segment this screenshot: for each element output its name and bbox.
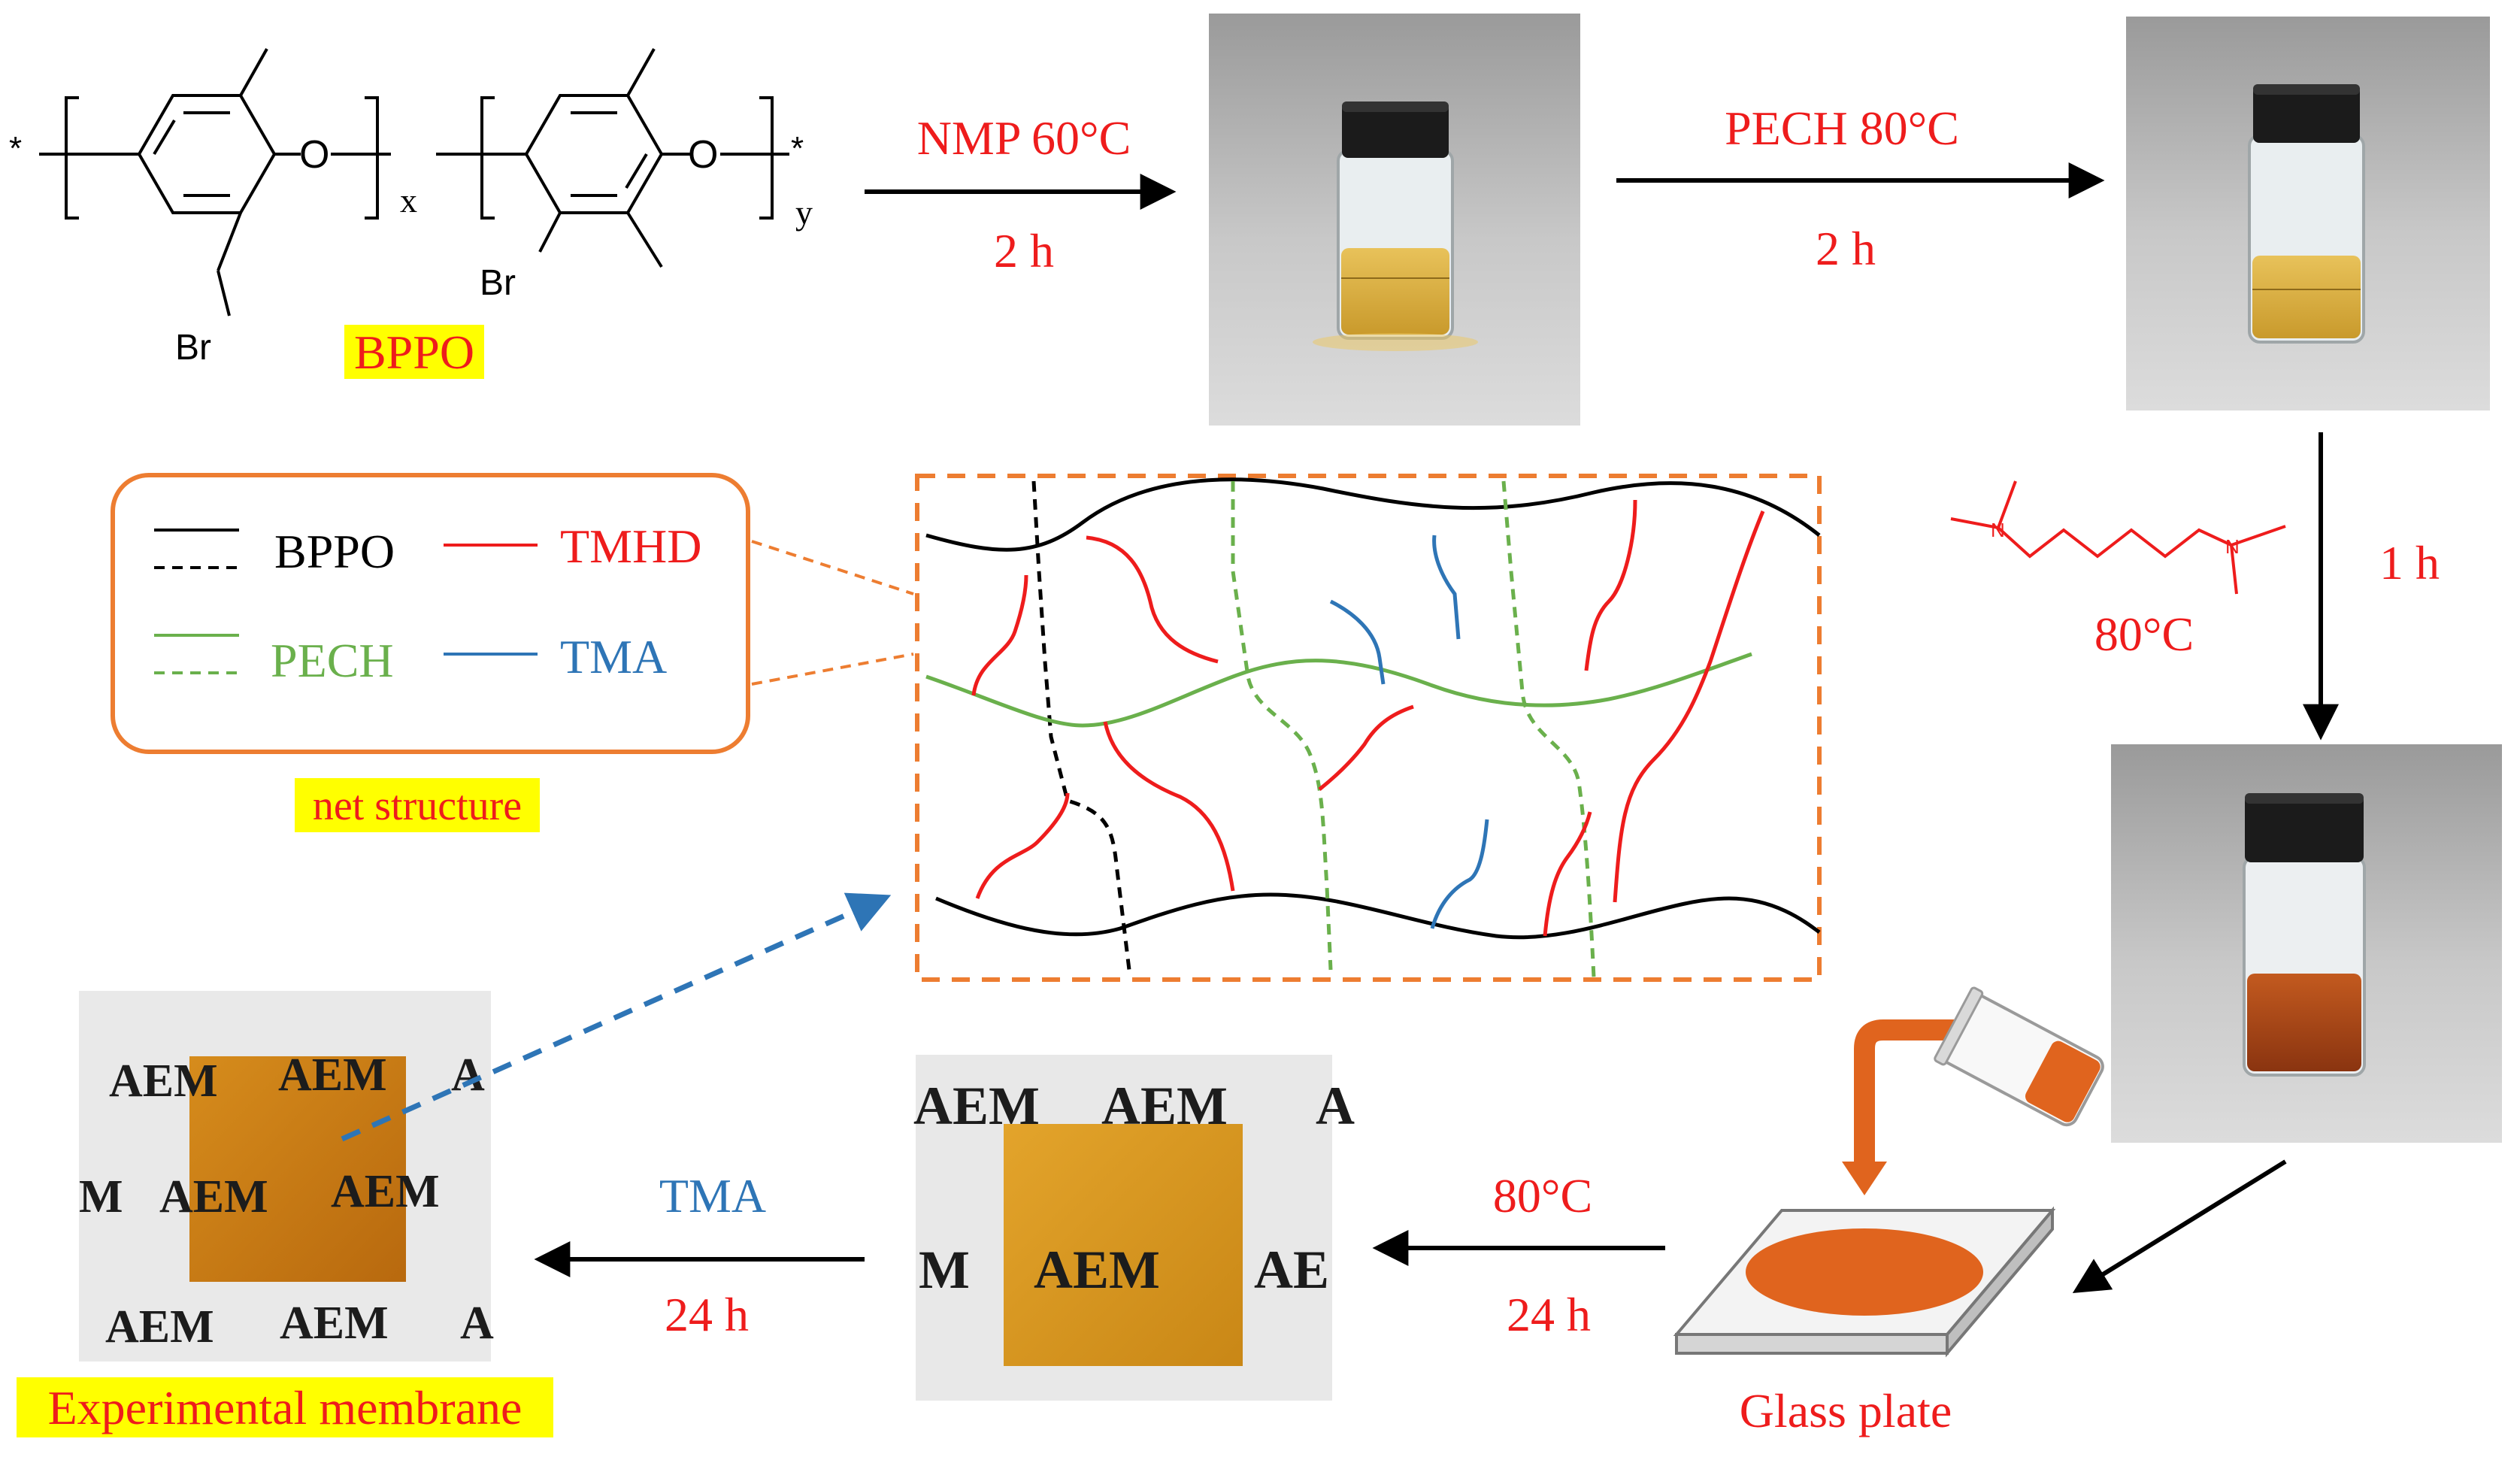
oxygen-label-1: O <box>299 133 329 177</box>
bppo-dashed <box>1031 480 1131 971</box>
network-frame <box>915 474 1822 982</box>
step3-temperature: 80°C <box>2094 607 2194 661</box>
pech-dashed-1 <box>1231 481 1333 971</box>
step1-conditions: NMP 60°C <box>917 111 1131 165</box>
end-star-right: * <box>791 130 804 167</box>
bromine-label-1: Br <box>175 328 211 368</box>
pouring-vial-icon <box>1842 986 2104 1195</box>
svg-text:AEM: AEM <box>109 1056 218 1107</box>
experimental-membrane-label: Experimental membrane <box>48 1381 522 1434</box>
tmhd-link-2 <box>1086 535 1219 664</box>
legend-tmhd: TMHD <box>560 519 701 573</box>
svg-text:M: M <box>919 1240 970 1300</box>
network-schematic <box>925 477 1821 978</box>
tmhd-structure: N N <box>1950 480 2286 595</box>
bracket-y-left <box>480 96 495 220</box>
tmhd-link-5 <box>1318 704 1414 791</box>
svg-text:AEM: AEM <box>278 1050 387 1101</box>
end-star-left: * <box>9 130 22 167</box>
legend-tma: TMA <box>560 630 667 683</box>
vial-photo-2 <box>2126 17 2490 410</box>
bppo-chain-bottom <box>935 892 1821 940</box>
oxygen-label-2: O <box>688 133 718 177</box>
svg-text:A: A <box>1316 1076 1355 1136</box>
svg-text:M: M <box>79 1171 123 1222</box>
bppo-name: BPPO <box>354 326 474 379</box>
step5-reagent: TMA <box>659 1169 766 1222</box>
tmhd-link-1 <box>971 574 1028 696</box>
bppo-chain-top <box>925 477 1821 552</box>
legend-bppo: BPPO <box>274 525 395 578</box>
step-cast-arrow <box>2072 1159 2287 1294</box>
bppo-structure: * Br O x Br O * y <box>9 48 813 368</box>
svg-text:N: N <box>2225 535 2240 558</box>
step2-conditions: PECH 80°C <box>1725 101 1959 155</box>
net-structure-caption: net structure <box>313 783 522 829</box>
glass-plate-label: Glass plate <box>1740 1384 1952 1437</box>
legend-connector-bottom <box>751 653 914 686</box>
unit-y-label: y <box>795 193 813 232</box>
bracket-y-right <box>759 96 774 220</box>
svg-text:AEM: AEM <box>280 1298 389 1349</box>
membrane-photo-1: AEM AEM A M AEM AEM AEM AEM A <box>79 991 494 1362</box>
unit-x-label: x <box>400 181 417 220</box>
vial-photo-1 <box>1209 14 1580 426</box>
svg-text:A: A <box>451 1050 485 1101</box>
legend-connector-top <box>751 540 914 595</box>
svg-text:AEM: AEM <box>159 1171 268 1222</box>
tmhd-link-3 <box>1103 721 1235 892</box>
pech-chain <box>925 652 1752 728</box>
tma-link-1 <box>1329 599 1386 685</box>
step1-time: 2 h <box>994 224 1054 277</box>
step4-temperature: 80°C <box>1493 1169 1592 1222</box>
bromine-label-2: Br <box>480 263 516 303</box>
svg-text:AEM: AEM <box>331 1166 440 1217</box>
experimental-highlight <box>17 1377 553 1437</box>
bppo-highlight <box>344 325 484 379</box>
step3-time: 1 h <box>2379 536 2440 589</box>
bracket-x-right <box>365 96 379 220</box>
membrane-photo-2: AEM AEM A M AEM AE <box>913 1055 1355 1401</box>
legend-pech: PECH <box>271 634 394 687</box>
svg-text:N: N <box>1991 519 2005 541</box>
glass-plate-icon <box>1673 1206 2056 1358</box>
tma-link-2 <box>1432 535 1461 640</box>
svg-text:AE: AE <box>1254 1240 1329 1300</box>
step2-time: 2 h <box>1816 222 1876 275</box>
tmhd-link-7 <box>1543 811 1592 937</box>
vial-photo-3 <box>2111 744 2502 1143</box>
bracket-x-left <box>65 96 79 220</box>
step4-time: 24 h <box>1507 1288 1591 1341</box>
svg-text:AEM: AEM <box>105 1301 214 1352</box>
tmhd-link-4 <box>975 792 1070 899</box>
legend-entries: BPPO TMHD PECH TMA <box>154 519 701 687</box>
tmhd-link-6 <box>1584 499 1637 671</box>
tmhd-link-8 <box>1613 510 1765 903</box>
tma-link-3 <box>1430 819 1489 929</box>
net-structure-highlight <box>295 778 540 832</box>
legend-box <box>111 473 750 754</box>
svg-text:AEM: AEM <box>1034 1240 1160 1300</box>
svg-text:A: A <box>460 1298 494 1349</box>
step5-time: 24 h <box>665 1288 749 1341</box>
pech-dashed-2 <box>1501 480 1596 978</box>
